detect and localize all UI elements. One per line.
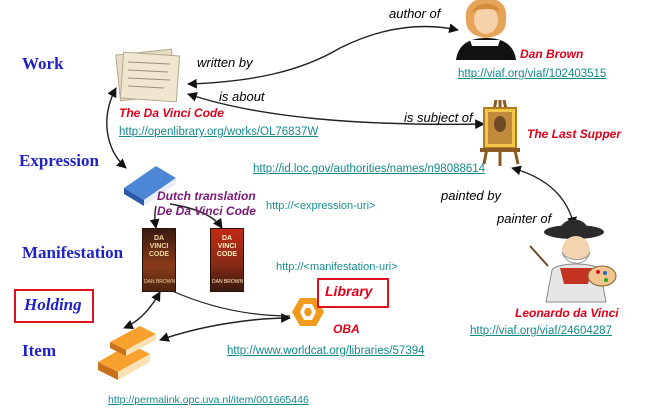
- author-name: Dan Brown: [520, 47, 584, 61]
- cover-2-title: DA VINCI CODE: [216, 235, 238, 258]
- library-label: Library: [325, 283, 373, 299]
- author-url[interactable]: http://viaf.org/viaf/102403515: [458, 68, 607, 80]
- work-url[interactable]: http://openlibrary.org/works/OL76837W: [119, 126, 319, 138]
- edge-work-expression: [106, 87, 127, 169]
- expression-line2: De Da Vinci Code: [157, 204, 256, 218]
- label-author-of: author of: [389, 6, 441, 21]
- label-painted-by: painted by: [441, 188, 501, 203]
- library-box: Library: [317, 278, 389, 308]
- person-icon: [456, 0, 516, 60]
- library-name: OBA: [333, 322, 360, 336]
- level-item: Item: [22, 341, 56, 360]
- painting-name: The Last Supper: [527, 127, 622, 141]
- books-stack-icon: [98, 326, 156, 380]
- painting-url[interactable]: http://id.loc.gov/authorities/names/n980…: [253, 163, 486, 175]
- painter-name: Leonardo da Vinci: [515, 306, 619, 320]
- edge-expression-manifestation1: [149, 205, 160, 229]
- manifestation-uri: http://<manifestation-uri>: [276, 261, 398, 273]
- level-holding: Holding: [24, 295, 82, 314]
- book-cover-2: DA VINCI CODE DAN BROWN: [210, 228, 244, 292]
- label-written-by: written by: [197, 55, 253, 70]
- book-cover-1: DA VINCI CODE DAN BROWN: [142, 228, 176, 292]
- edge-expression-manifestation2: [169, 203, 223, 229]
- cover-1-title: DA VINCI CODE: [148, 235, 170, 258]
- edge-manifestation-item: [123, 291, 161, 330]
- cover-2-author: DAN BROWN: [212, 279, 244, 285]
- cover-1-author: DAN BROWN: [144, 279, 176, 285]
- expression-uri: http://<expression-uri>: [266, 200, 376, 212]
- library-logo-icon: [292, 298, 324, 326]
- level-work: Work: [22, 54, 64, 73]
- edge-painting-painter: [511, 165, 577, 227]
- work-name: The Da Vinci Code: [119, 106, 224, 120]
- label-is-about: is about: [219, 89, 265, 104]
- painter-url[interactable]: http://viaf.org/viaf/24604287: [470, 325, 612, 337]
- painter-icon: [529, 219, 617, 303]
- label-painter-of: painter of: [497, 211, 552, 226]
- expression-line1: Dutch translation: [157, 189, 256, 203]
- edge-item-library: [159, 313, 291, 342]
- holding-box: Holding: [14, 289, 94, 323]
- book-icon: [124, 166, 176, 206]
- edge-manifestation-library: [169, 289, 291, 317]
- edge-author-work: [187, 23, 459, 89]
- item-url[interactable]: http://permalink.opc.uva.nl/item/0016654…: [108, 394, 309, 406]
- easel-painting-icon: [480, 99, 520, 166]
- edge-work-painting: [187, 92, 485, 130]
- level-expression: Expression: [19, 151, 99, 170]
- library-url[interactable]: http://www.worldcat.org/libraries/57394: [227, 345, 425, 357]
- level-manifestation: Manifestation: [22, 243, 124, 262]
- label-is-subject-of: is subject of: [404, 110, 473, 125]
- manuscript-icon: [115, 48, 181, 103]
